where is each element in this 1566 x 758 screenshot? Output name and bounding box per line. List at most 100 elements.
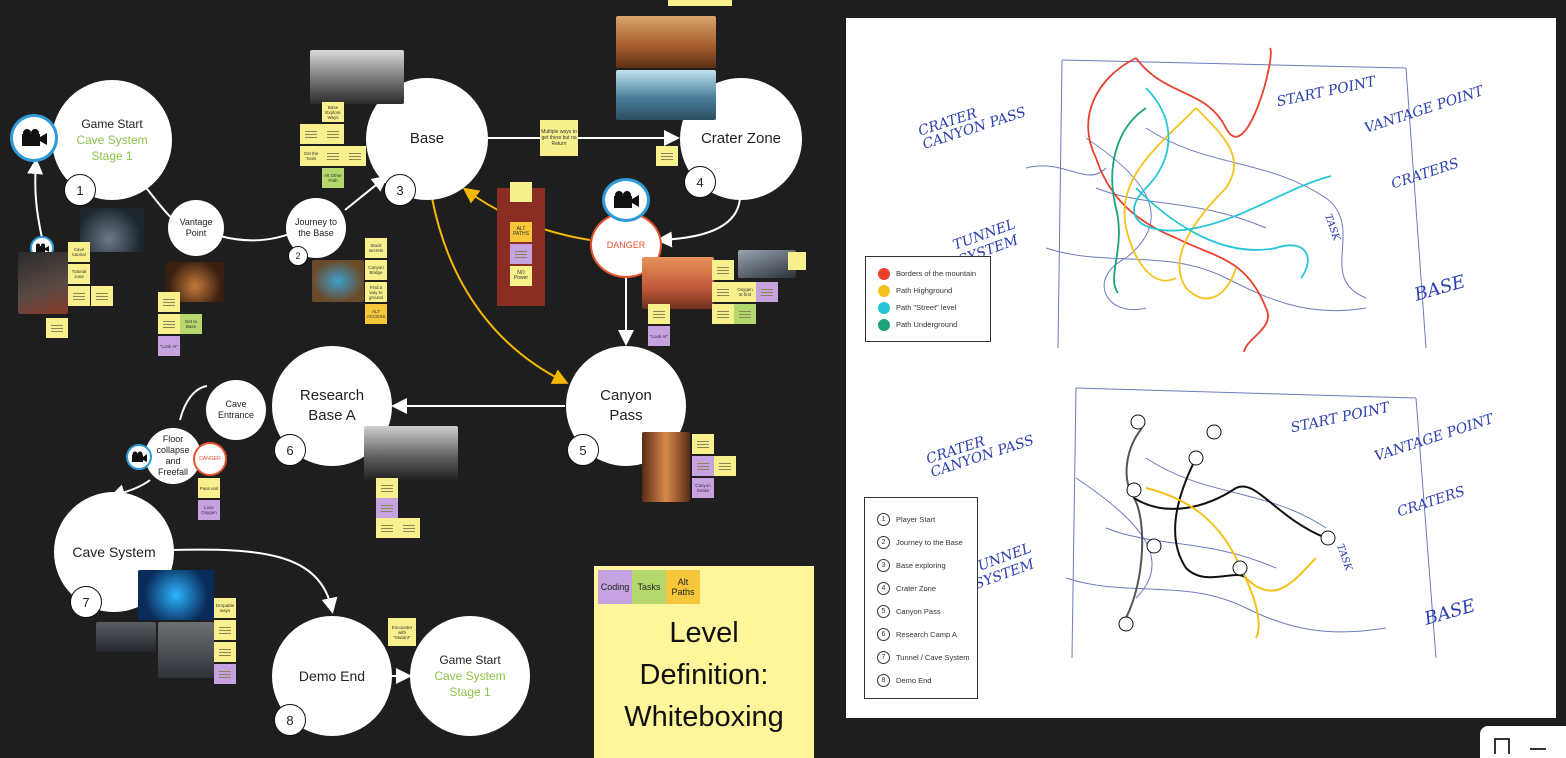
sticky-note (788, 252, 806, 270)
node-game-start-end[interactable]: Game Start Cave System Stage 1 (410, 616, 530, 736)
sticky-dropable: Dropable ways (214, 598, 236, 618)
sticky-note (734, 304, 756, 324)
node-floor-collapse[interactable]: Floor collapse and Freefall (145, 428, 201, 484)
sticky-note (756, 282, 778, 302)
node-label: Cave (225, 399, 247, 409)
sticky-note (398, 518, 420, 538)
sticky-note (214, 664, 236, 684)
legend-number: 5 (877, 605, 890, 618)
sticky-note (300, 124, 322, 144)
legend-swatch (878, 318, 890, 331)
minus-icon[interactable] (1530, 748, 1546, 750)
legend-row: 3 Base exploring (865, 554, 977, 577)
grid-icon[interactable] (1494, 738, 1510, 754)
node-title: Game Start (81, 117, 143, 131)
sticky-note (214, 642, 236, 662)
legend-row: 4 Crater Zone (865, 577, 977, 600)
legend-label: Canyon Pass (896, 607, 941, 616)
legend-label: Crater Zone (896, 584, 937, 593)
step-number: 8 (274, 704, 306, 736)
sticky-note (376, 478, 398, 498)
sticky-note (692, 434, 714, 454)
sticky-get-to-base: Get to Base (180, 314, 202, 334)
photo-blue-cave (138, 570, 214, 620)
sticky-look-at: "Look At" (648, 326, 670, 346)
sticky-tutorial-zone: Tutorial zone (68, 264, 90, 284)
photo-cave-water (158, 622, 214, 678)
legend-number: 3 (877, 559, 890, 572)
tag-tasks: Tasks (632, 570, 666, 604)
photo-crashed-ship (738, 250, 796, 278)
photo-base-building (310, 50, 404, 104)
sticky-note (91, 286, 113, 306)
sticky-alt-other-path: Alt Other Path (322, 168, 344, 188)
legend-label: Path Underground (896, 320, 958, 329)
photo-red-canyon (642, 257, 714, 309)
sketch-drawing (1025, 47, 1437, 659)
edge-cam-to-start (27, 158, 44, 239)
legend-row: Path Underground (866, 316, 990, 333)
sticky-note (158, 314, 180, 334)
node-subtitle: Stage 1 (449, 685, 491, 699)
sticky-note (668, 0, 732, 6)
tag-coding: Coding (598, 570, 632, 604)
node-label: Floor collapse and Freefall (156, 434, 190, 477)
legend-number: 4 (877, 582, 890, 595)
sticky-get-tools: Get the Tools (300, 146, 322, 166)
edge-vantage-journey (219, 231, 296, 242)
route-path (1133, 485, 1327, 539)
legend-paths: Borders of the mountain Path Highground … (865, 256, 991, 342)
step-number: 4 (684, 166, 716, 198)
legend-number: 7 (877, 651, 890, 664)
route-path (1245, 557, 1317, 592)
legend-label: Research Camp A (896, 630, 957, 639)
node-vantage-point[interactable]: Vantage Point (168, 200, 224, 256)
node-label: Canyon (600, 387, 652, 404)
sticky-note (322, 146, 344, 166)
step-number: 7 (70, 586, 102, 618)
sticky-alt-access: ALT ACCESS (365, 304, 387, 324)
tag-alt-paths: Alt Paths (666, 570, 700, 604)
edge-journey-base (344, 175, 389, 211)
node-subtitle: Stage 1 (91, 149, 133, 163)
toolbar[interactable] (1480, 726, 1566, 758)
node-label: Entrance (217, 410, 255, 420)
sticky-note (68, 286, 90, 306)
node-subtitle: Cave System (434, 669, 506, 683)
danger-node-small[interactable]: DANGER (193, 442, 227, 476)
legend-label: Path "Street" level (896, 303, 957, 312)
photo-cave-group (96, 622, 156, 652)
step-number: 1 (64, 174, 96, 206)
node-label: Vantage Point (179, 217, 213, 238)
photo-cave-tunnel (80, 208, 144, 252)
node-label: Demo End (298, 668, 366, 684)
route-path (1125, 427, 1144, 619)
photo-slot-canyon (642, 432, 690, 502)
card-title: Level Definition: Whiteboxing (594, 612, 814, 738)
street-path (1133, 87, 1332, 232)
highground-path (1178, 107, 1237, 300)
sticky-stuck-secrets: Stuck secrets (365, 238, 387, 258)
sticky-note (214, 620, 236, 640)
legend-row: Path Highground (866, 282, 990, 299)
card-title-line: Level (669, 617, 739, 649)
border-path (1087, 57, 1269, 353)
sticky-find-way: Find a way to ground (365, 282, 387, 302)
legend-number: 8 (877, 674, 890, 687)
sticky-alt-paths: ALT PATHS (510, 222, 532, 242)
sticky-no-power: NO Power (510, 266, 532, 286)
edge-research-entrance (179, 385, 208, 421)
legend-label: Base exploring (896, 561, 946, 570)
node-cave-entrance[interactable]: Cave Entrance (206, 380, 266, 440)
node-label: Journey to the Base (294, 217, 338, 238)
sticky-multiple-ways: Multiple ways to get there but no Return (540, 120, 578, 156)
node-label: Pass (609, 407, 643, 424)
sticky-look-at: "Look At" (158, 336, 180, 356)
highground-path (1123, 107, 1197, 282)
photo-cave-explorer (18, 252, 68, 314)
camera-icon (10, 114, 58, 162)
